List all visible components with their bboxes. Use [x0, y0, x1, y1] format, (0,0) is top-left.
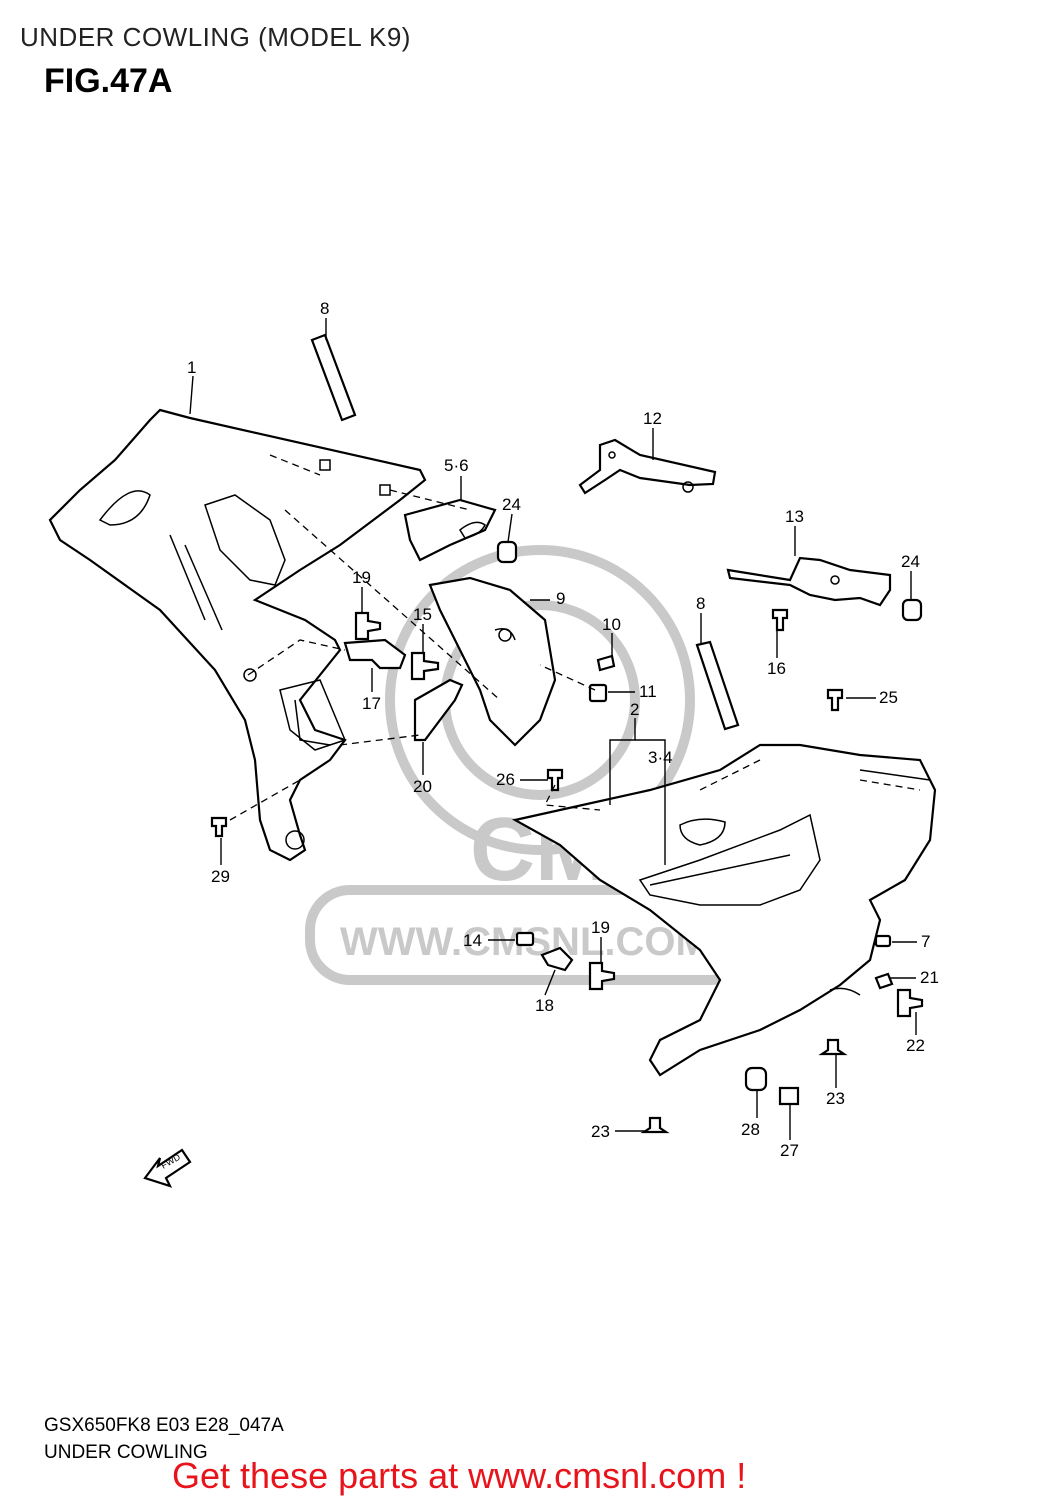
strip-upper: [310, 333, 357, 422]
callout-13: 13: [785, 507, 804, 526]
callout-29: 29: [211, 867, 230, 886]
pad-14: [515, 931, 535, 947]
callout-7: 7: [921, 932, 930, 951]
cushion-24b: [901, 598, 923, 622]
clip-21: [874, 972, 894, 990]
callout-20: 20: [413, 777, 432, 796]
bracket-17: [343, 638, 407, 670]
diagram-code: GSX650FK8 E03 E28_047A: [44, 1415, 284, 1436]
callout-15: 15: [413, 605, 432, 624]
callout-3-4: 3·4: [648, 748, 673, 767]
callout-11: 11: [639, 682, 657, 701]
bracket-12: [578, 438, 717, 495]
bolt-16: [771, 608, 789, 632]
plug-7: [874, 934, 892, 948]
cushion-24a: [496, 540, 518, 564]
screw-25: [826, 688, 844, 712]
callout-21: 21: [920, 968, 939, 987]
part-callouts: 8 1 12 5·6 24 13 24 19 15 9 10 8 16 17 1…: [187, 299, 939, 1160]
nut-18: [540, 946, 574, 972]
callout-23b: 23: [591, 1122, 610, 1141]
callout-5-6: 5·6: [444, 456, 469, 475]
leader-lines: [189, 318, 917, 1140]
callout-22: 22: [906, 1036, 925, 1055]
callout-24a: 24: [502, 495, 521, 514]
nut-23a: [818, 1038, 848, 1056]
promo-link[interactable]: Get these parts at www.cmsnl.com !: [172, 1455, 747, 1496]
inner-panel: [403, 498, 497, 562]
cushion-28: [744, 1066, 768, 1092]
diagram-name: UNDER COWLING: [44, 1442, 208, 1463]
figure-number: FIG.47A: [44, 62, 173, 100]
callout-12: 12: [643, 409, 662, 428]
nut-23b: [640, 1116, 670, 1134]
screw-26: [546, 768, 564, 792]
bolt-19b: [588, 961, 616, 991]
callout-8a: 8: [320, 299, 329, 318]
callout-2: 2: [630, 700, 639, 719]
callout-27: 27: [780, 1141, 799, 1160]
nut-11: [588, 683, 608, 703]
callout-10: 10: [602, 615, 621, 634]
bracket-20: [413, 678, 464, 742]
fasteners: [210, 540, 924, 1134]
strip-lower: [695, 640, 740, 731]
callout-28: 28: [741, 1120, 760, 1139]
callout-23a: 23: [826, 1089, 845, 1108]
assembly-lines: [229, 454, 921, 821]
callout-8b: 8: [696, 594, 705, 613]
bolt-29: [210, 816, 228, 838]
callout-25: 25: [879, 688, 898, 707]
callout-26: 26: [496, 770, 515, 789]
callout-17: 17: [362, 694, 381, 713]
callout-18: 18: [535, 996, 554, 1015]
callout-19a: 19: [352, 568, 371, 587]
forward-arrow-icon: FWD: [143, 1148, 192, 1188]
callout-1: 1: [187, 358, 196, 377]
screw-15: [410, 651, 440, 681]
callout-16: 16: [767, 659, 786, 678]
inner-cover: [428, 576, 557, 747]
callout-19b: 19: [591, 918, 610, 937]
callout-9: 9: [556, 589, 565, 608]
bolt-19a: [354, 611, 382, 641]
right-under-cowling: [511, 743, 937, 1077]
screw-10: [596, 654, 616, 672]
bracket-13: [726, 556, 892, 607]
callout-14: 14: [463, 931, 482, 950]
callout-24b: 24: [901, 552, 920, 571]
page-title: UNDER COWLING (MODEL K9): [20, 22, 411, 52]
bolt-22: [896, 988, 924, 1018]
screw-27: [778, 1086, 800, 1106]
left-under-cowling: [48, 408, 427, 862]
